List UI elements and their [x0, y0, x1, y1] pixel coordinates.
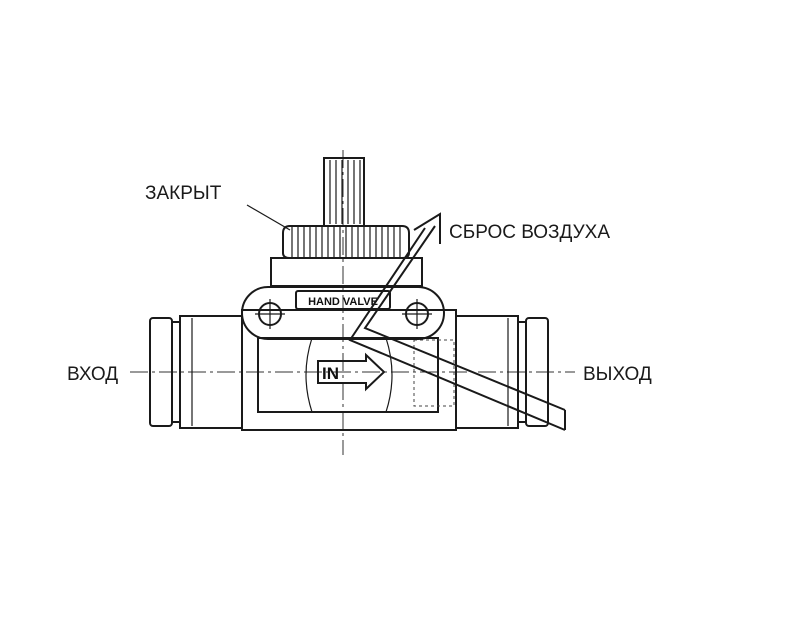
- in-marking: IN: [322, 364, 339, 383]
- knob-head: [282, 225, 410, 259]
- screw-hole-left: [255, 299, 285, 329]
- closed-label: ЗАКРЫТ: [145, 183, 222, 204]
- air-exhaust-arrow: [348, 212, 566, 431]
- valve-neck: [270, 257, 423, 287]
- screw-hole-right: [402, 299, 432, 329]
- in-flow-arrow: IN: [317, 352, 386, 392]
- closed-leader-line: [246, 204, 291, 231]
- hand-valve-stamp: HAND VALVE: [308, 296, 378, 308]
- top-plate: [241, 286, 445, 340]
- air-exhaust-label: СБРОС ВОЗДУХА: [449, 222, 610, 243]
- outlet-label: ВЫХОД: [583, 364, 652, 385]
- knob-stem: [323, 157, 365, 227]
- inlet-label: ВХОД: [67, 364, 118, 385]
